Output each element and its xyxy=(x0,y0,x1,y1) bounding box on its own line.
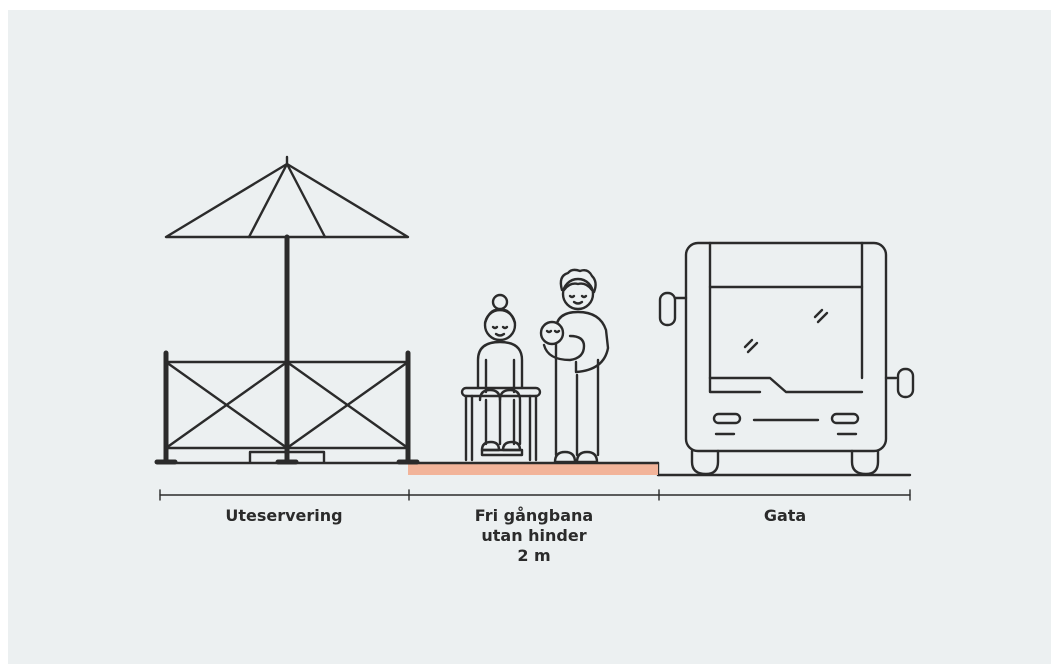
bus-icon xyxy=(658,241,915,476)
label-gangbana-line1: Fri gångbana xyxy=(474,506,594,525)
fence-icon xyxy=(154,350,420,465)
label-gangbana-line2: utan hinder xyxy=(481,526,587,545)
parasol-icon xyxy=(164,155,410,465)
dimension-line xyxy=(159,489,911,501)
label-uteservering: Uteservering xyxy=(225,506,343,525)
walkway-band xyxy=(408,463,658,475)
diagram-panel xyxy=(8,10,1051,664)
label-gangbana: Fri gångbana utan hinder 2 m xyxy=(434,506,634,566)
wheelchair-user-icon xyxy=(460,293,542,462)
person-with-baby-icon xyxy=(539,268,610,464)
label-gata: Gata xyxy=(763,506,807,525)
label-gangbana-line3: 2 m xyxy=(517,546,551,565)
